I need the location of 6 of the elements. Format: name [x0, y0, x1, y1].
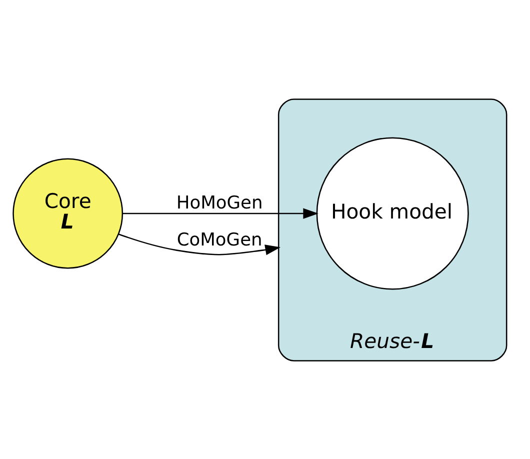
- edge-label: HoMoGen: [176, 193, 263, 214]
- arrow: [118, 233, 280, 255]
- edge-label: CoMoGen: [176, 230, 262, 250]
- node-circle: Hook model: [316, 136, 469, 290]
- arrow: [122, 208, 318, 218]
- node-circle: Core L: [12, 158, 124, 268]
